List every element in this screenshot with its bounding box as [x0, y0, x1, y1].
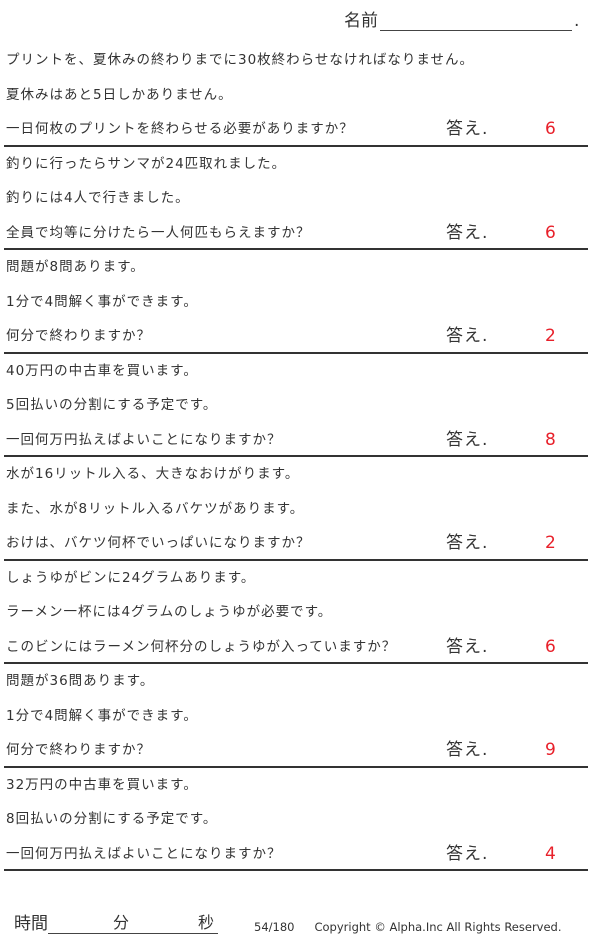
name-field[interactable]: 名前 . [344, 6, 579, 31]
problem-text: 一日何枚のプリントを終わらせる必要がありますか？ [6, 121, 354, 137]
answer-value: 6 [545, 636, 557, 657]
problem-line: 8回払いの分割にする予定です。 [4, 802, 588, 837]
page-number: 54/180 [254, 920, 295, 934]
problem-block: 問題が8問あります。 1分で4問解く事ができます。何分で終わりますか？ 答え. 2 [4, 250, 588, 354]
copyright: Copyright © Alpha.Inc All Rights Reserve… [314, 920, 562, 934]
problem-block: しょうゆがビンに24グラムあります。ラーメン一杯には4グラムのしょうゆが必要です… [4, 561, 588, 665]
problem-line: 問題が36問あります。 [4, 664, 588, 699]
footer: 時間 分 秒 54/180 Copyright © Alpha.Inc All … [14, 910, 594, 934]
minutes-label: 分 [113, 913, 130, 932]
problem-text: このビンにはラーメン何杯分のしょうゆが入っていますか？ [6, 638, 397, 655]
time-blank-line[interactable]: 分 秒 [48, 911, 218, 934]
seconds-label: 秒 [198, 913, 215, 932]
problem-question: 一回何万円払えばよいことになりますか？ 答え. 8 [4, 423, 588, 458]
answer-label: 答え. [446, 119, 489, 139]
problem-block: 40万円の中古車を買います。 5回払いの分割にする予定です。一回何万円払えばよいこ… [4, 354, 588, 458]
answer-value: 4 [545, 843, 557, 864]
problem-text: 一回何万円払えばよいことになりますか？ [6, 845, 282, 862]
problem-text: 40万円の中古車を買います。 [6, 362, 198, 379]
problem-line: しょうゆがビンに24グラムあります。 [4, 561, 588, 596]
problem-line: 問題が8問あります。 [4, 250, 588, 285]
problem-text: 問題が8問あります。 [6, 259, 145, 275]
problem-question: 一日何枚のプリントを終わらせる必要がありますか？ 答え. 6 [4, 112, 588, 147]
problem-line: ラーメン一杯には4グラムのしょうゆが必要です。 [4, 595, 588, 630]
name-blank-line[interactable] [380, 10, 572, 31]
problem-text: しょうゆがビンに24グラムあります。 [6, 569, 256, 586]
problem-text: 1分で4問解く事ができます。 [6, 707, 198, 724]
problem-text: 釣りに行ったらサンマが24匹取れました。 [6, 155, 287, 172]
problem-block: 水が16リットル入る、大きなおけがります。また、水が8リットル入るバケツがありま… [4, 457, 588, 561]
answer-value: 2 [545, 533, 557, 553]
problem-text: また、水が8リットル入るバケツがあります。 [6, 500, 305, 517]
answer-label: 答え. [446, 222, 489, 243]
problem-block: プリントを、夏休みの終わりまでに30枚終わらせなければなりません。夏休みはあと5… [4, 43, 588, 147]
problem-text: 釣りには4人で行きました。 [6, 190, 190, 206]
problem-text: 夏休みはあと5日しかありません。 [6, 86, 233, 103]
problem-line: 5回払いの分割にする予定です。 [4, 388, 588, 423]
answer-value: 6 [545, 119, 557, 139]
problem-text: 1分で4問解く事ができます。 [6, 293, 198, 310]
answer-label: 答え. [446, 326, 489, 346]
answer-label: 答え. [446, 843, 489, 864]
problem-question: おけは、バケツ何杯でいっぱいになりますか？ 答え. 2 [4, 526, 588, 561]
problem-text: ラーメン一杯には4グラムのしょうゆが必要です。 [6, 604, 333, 620]
answer-value: 8 [545, 429, 557, 450]
problem-line: プリントを、夏休みの終わりまでに30枚終わらせなければなりません。 [4, 43, 588, 78]
problem-question: 何分で終わりますか？ 答え. 2 [4, 319, 588, 354]
answer-label: 答え. [446, 636, 489, 657]
problem-line: 水が16リットル入る、大きなおけがります。 [4, 457, 588, 492]
problem-text: 問題が36問あります。 [6, 673, 155, 689]
problem-line: 1分で4問解く事ができます。 [4, 699, 588, 734]
problem-text: 5回払いの分割にする予定です。 [6, 397, 218, 413]
problem-line: 40万円の中古車を買います。 [4, 354, 588, 389]
name-label: 名前 [344, 11, 378, 31]
problem-text: 一回何万円払えばよいことになりますか？ [6, 431, 282, 448]
problem-block: 32万円の中古車を買います。 8回払いの分割にする予定です。一回何万円払えばよいこ… [4, 768, 588, 872]
answer-label: 答え. [446, 533, 489, 553]
problem-line: 32万円の中古車を買います。 [4, 768, 588, 803]
problem-question: 何分で終わりますか？ 答え. 9 [4, 733, 588, 768]
problem-line: また、水が8リットル入るバケツがあります。 [4, 492, 588, 527]
problem-text: 8回払いの分割にする予定です。 [6, 811, 218, 827]
problem-line: 釣りに行ったらサンマが24匹取れました。 [4, 147, 588, 182]
problem-text: 全員で均等に分けたら一人何匹もらえますか？ [6, 224, 311, 241]
problem-block: 問題が36問あります。 1分で4問解く事ができます。何分で終わりますか？ 答え. 9 [4, 664, 588, 768]
problem-text: 水が16リットル入る、大きなおけがります。 [6, 466, 300, 482]
time-label: 時間 [14, 914, 48, 934]
answer-label: 答え. [446, 740, 489, 760]
answer-value: 9 [545, 740, 557, 760]
answer-label: 答え. [446, 429, 489, 450]
problem-question: 一回何万円払えばよいことになりますか？ 答え. 4 [4, 837, 588, 872]
problem-line: 1分で4問解く事ができます。 [4, 285, 588, 320]
answer-value: 2 [545, 326, 557, 346]
problem-block: 釣りに行ったらサンマが24匹取れました。釣りには4人で行きました。全員で均等に分… [4, 147, 588, 251]
problem-text: おけは、バケツ何杯でいっぱいになりますか？ [6, 535, 311, 551]
problem-text: プリントを、夏休みの終わりまでに30枚終わらせなければなりません。 [6, 52, 475, 68]
name-dot: . [574, 11, 580, 31]
problem-line: 夏休みはあと5日しかありません。 [4, 78, 588, 113]
problem-text: 何分で終わりますか？ [6, 328, 151, 344]
problem-list: プリントを、夏休みの終わりまでに30枚終わらせなければなりません。夏休みはあと5… [4, 43, 588, 871]
problem-text: 何分で終わりますか？ [6, 742, 151, 758]
answer-value: 6 [545, 222, 557, 243]
problem-line: 釣りには4人で行きました。 [4, 181, 588, 216]
problem-question: このビンにはラーメン何杯分のしょうゆが入っていますか？ 答え. 6 [4, 630, 588, 665]
problem-text: 32万円の中古車を買います。 [6, 776, 198, 793]
problem-question: 全員で均等に分けたら一人何匹もらえますか？ 答え. 6 [4, 216, 588, 251]
